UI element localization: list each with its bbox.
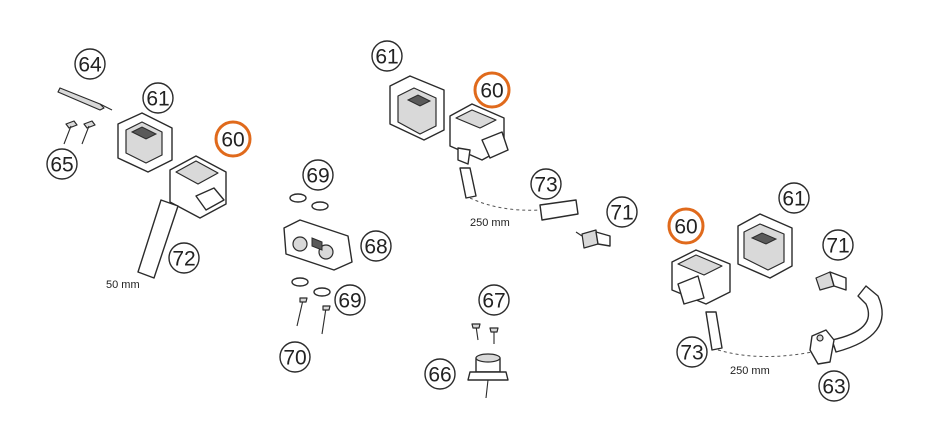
svg-text:72: 72 bbox=[172, 248, 195, 271]
svg-text:65: 65 bbox=[50, 154, 73, 177]
svg-text:64: 64 bbox=[78, 54, 102, 77]
part-screws-67 bbox=[471, 323, 499, 344]
svg-text:61: 61 bbox=[782, 188, 805, 211]
part-sensor-60c bbox=[671, 249, 731, 305]
dimension-label-250mm-b: 250 mm bbox=[730, 365, 770, 377]
callout-60a: 60 bbox=[214, 120, 252, 158]
dimension-label-50mm: 50 mm bbox=[106, 279, 140, 291]
callout-73b: 73 bbox=[676, 336, 708, 368]
svg-text:60: 60 bbox=[674, 216, 697, 239]
part-connector-housing-61c bbox=[737, 213, 793, 279]
callout-73a: 73 bbox=[530, 168, 562, 200]
callout-61a: 61 bbox=[142, 82, 174, 114]
svg-text:71: 71 bbox=[610, 202, 633, 225]
svg-text:73: 73 bbox=[534, 174, 557, 197]
callout-71b: 71 bbox=[822, 229, 854, 261]
part-screws-65 bbox=[63, 120, 96, 145]
callout-69a: 69 bbox=[302, 159, 334, 191]
svg-text:68: 68 bbox=[364, 236, 387, 259]
callout-72: 72 bbox=[168, 242, 200, 274]
svg-text:67: 67 bbox=[482, 290, 505, 313]
callout-64: 64 bbox=[74, 48, 106, 80]
part-sensor-60b bbox=[449, 103, 509, 165]
callout-69b: 69 bbox=[334, 284, 366, 316]
part-bracket-68 bbox=[283, 219, 353, 271]
svg-text:69: 69 bbox=[338, 290, 361, 313]
callout-63: 63 bbox=[818, 370, 850, 402]
callout-60c: 60 bbox=[667, 207, 705, 245]
part-hose-73b bbox=[705, 285, 883, 357]
svg-text:71: 71 bbox=[826, 235, 849, 258]
dimension-label-250mm-a: 250 mm bbox=[470, 217, 510, 229]
part-connector-housing-61a bbox=[117, 112, 173, 173]
svg-text:70: 70 bbox=[283, 347, 306, 370]
svg-text:61: 61 bbox=[375, 46, 398, 69]
svg-text:66: 66 bbox=[428, 364, 451, 387]
svg-text:61: 61 bbox=[146, 88, 169, 111]
part-sensor-66 bbox=[467, 353, 509, 399]
part-fitting-71a bbox=[575, 229, 611, 249]
callout-65: 65 bbox=[46, 148, 78, 180]
part-screws-70 bbox=[296, 297, 331, 335]
part-pin-64 bbox=[57, 87, 113, 111]
svg-text:60: 60 bbox=[480, 80, 503, 103]
callout-70: 70 bbox=[279, 341, 311, 373]
part-washers-69a bbox=[289, 193, 329, 211]
svg-text:73: 73 bbox=[680, 342, 703, 365]
callout-71a: 71 bbox=[606, 196, 638, 228]
svg-text:60: 60 bbox=[221, 129, 244, 152]
part-fitting-71b bbox=[815, 271, 847, 291]
callout-60b: 60 bbox=[473, 71, 511, 109]
svg-text:69: 69 bbox=[306, 165, 329, 188]
part-hose-73a bbox=[459, 167, 579, 221]
callout-67: 67 bbox=[478, 284, 510, 316]
part-sensor-60a bbox=[169, 155, 227, 219]
callout-68: 68 bbox=[360, 230, 392, 262]
part-washers-69b bbox=[291, 277, 331, 297]
callout-61b: 61 bbox=[371, 40, 403, 72]
callout-61c: 61 bbox=[778, 182, 810, 214]
callout-66: 66 bbox=[424, 358, 456, 390]
part-connector-housing-61b bbox=[389, 75, 445, 141]
part-hose-72 bbox=[137, 199, 179, 279]
part-clamp-63 bbox=[809, 329, 835, 365]
svg-text:63: 63 bbox=[822, 376, 845, 399]
